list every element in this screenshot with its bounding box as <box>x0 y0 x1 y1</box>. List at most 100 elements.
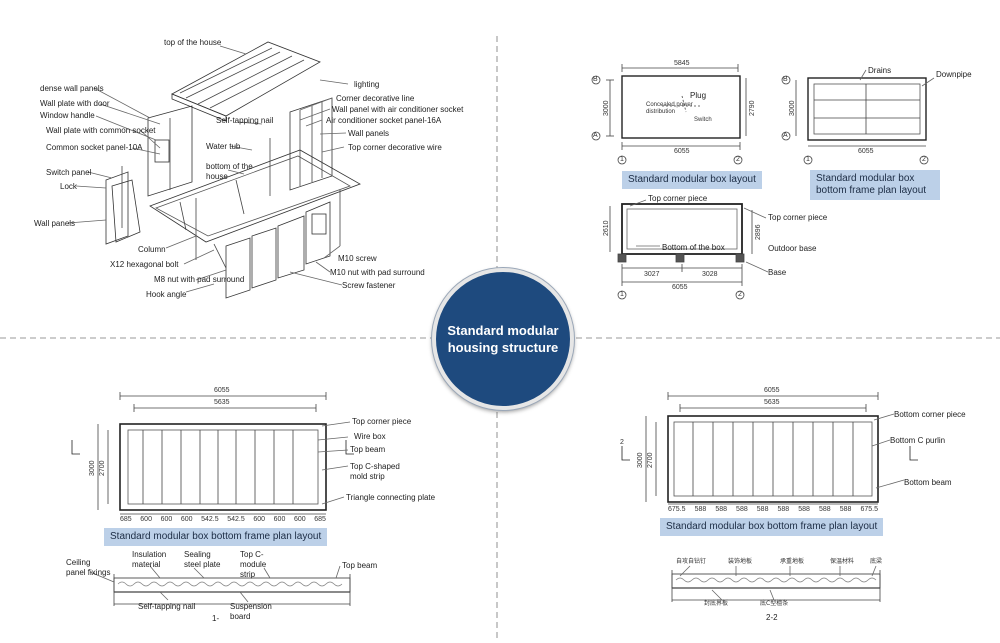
label-suspension-board: Suspension board <box>230 602 272 621</box>
label-section-self-tapping: Self-tapping nail <box>138 602 196 611</box>
top-frame-seg: 685 <box>314 516 326 523</box>
label-dense-wall-panels: dense wall panels <box>40 84 104 93</box>
dim-layout-top: 5845 <box>674 60 690 67</box>
top-frame-seg: 685 <box>120 516 132 523</box>
label-wire-box: Wire box <box>354 432 386 441</box>
label-wall-panel-ac: Wall panel with air conditioner socket <box>332 105 464 114</box>
label-lock: Lock <box>60 182 77 191</box>
bottom-frame-seg: 588 <box>736 506 748 513</box>
label-switch-panel: Switch panel <box>46 168 92 177</box>
bottom-frame-seg: 588 <box>818 506 831 513</box>
label-wall-panels-left: Wall panels <box>34 219 76 228</box>
label-outdoor-base: Outdoor base <box>768 244 817 253</box>
label-top-of-house: top of the house <box>164 38 222 47</box>
label-m10-nut: M10 nut with pad surround <box>330 268 425 277</box>
label-cn-bearing-floor: 承重地板 <box>780 558 805 565</box>
grid-bottom-tr-a: A <box>783 132 788 139</box>
label-bottom-c-purlin: Bottom C purlin <box>890 436 946 445</box>
label-corner-line: Corner decorative line <box>336 94 415 103</box>
label-section-top-beam: Top beam <box>342 561 378 570</box>
label-top-corner-piece: Top corner piece <box>352 417 412 426</box>
bottom-frame-side-marker: 2 <box>620 439 624 446</box>
dim-bottom-tr-bottom: 6055 <box>858 148 874 155</box>
label-top-corner-wire: Top corner decorative wire <box>348 143 442 152</box>
label-cn-c-purlin: 底C型檀条 <box>760 600 789 607</box>
label-bottom-of-house: bottom of the house <box>206 162 253 181</box>
top-frame-plan-drawing <box>71 392 354 606</box>
dim-bottom-frame-left-outer: 3000 <box>637 452 644 468</box>
label-cn-bottom-beam: 底梁 <box>870 558 883 565</box>
label-plug: Plug <box>690 91 707 100</box>
label-hex-bolt: X12 hexagonal bolt <box>110 260 179 269</box>
top-frame-seg: 542.5 <box>201 516 219 523</box>
section-marker-1: 1- <box>212 614 220 623</box>
grid-elev-1: 1 <box>620 291 624 298</box>
grid-layout-b: B <box>593 76 598 83</box>
label-switch: Switch <box>694 117 712 123</box>
bottom-frame-seg: 588 <box>798 506 810 513</box>
bottom-frame-seg: 675.5 <box>668 506 686 513</box>
label-m10-screw: M10 screw <box>338 254 377 263</box>
label-column: Column <box>138 245 166 254</box>
section-marker-2: 2-2 <box>766 613 778 622</box>
label-self-tapping-nail: Self-tapping nail <box>216 116 274 125</box>
label-hook-angle: Hook angle <box>146 290 187 299</box>
top-frame-seg: 600 <box>253 516 266 523</box>
bottom-frame-seg: 588 <box>839 506 852 513</box>
dim-layout-right: 2790 <box>749 100 756 116</box>
dim-elev-seg1: 3027 <box>644 271 660 278</box>
label-screw-fastener: Screw fastener <box>342 281 396 290</box>
elevation-drawing <box>609 199 769 300</box>
dim-bottom-frame-outer: 6055 <box>764 387 780 394</box>
dim-bottom-frame-left-inner: 2700 <box>647 452 654 468</box>
caption-top-frame: Standard modular box bottom frame plan l… <box>104 528 328 546</box>
layout-plan-drawing <box>591 64 747 165</box>
bottom-frame-segment-dims: 675.5 588 588 588 588 588 588 588 588 67… <box>668 506 878 514</box>
label-sealing-plate: Sealing steel plate <box>184 550 221 569</box>
center-title-badge: Standard modular housing structure <box>432 268 574 410</box>
top-frame-seg: 600 <box>140 516 152 523</box>
label-ceiling-fixings: Ceiling panel fixings <box>66 558 111 577</box>
grid-bottom-tr-1: 1 <box>806 156 810 163</box>
bottom-frame-seg: 588 <box>756 506 769 513</box>
dim-bottom-tr-left: 3000 <box>789 100 796 116</box>
dim-elev-total: 6055 <box>672 284 688 291</box>
dim-top-frame-left-inner: 2700 <box>99 460 106 476</box>
label-cn-self-drilling: 自攻自钻钉 <box>676 558 707 565</box>
top-frame-seg: 600 <box>293 516 306 523</box>
label-insulation: Insulation material <box>132 550 167 569</box>
label-concealed: Concealed power distribution <box>646 102 693 115</box>
label-wall-plate-socket: Wall plate with common socket <box>46 126 156 135</box>
bottom-frame-seg: 588 <box>694 506 707 513</box>
dim-layout-left: 3000 <box>603 100 610 116</box>
label-cn-decor-floor: 装饰地板 <box>728 558 753 565</box>
top-frame-seg: 600 <box>273 516 286 523</box>
caption-layout-plan: Standard modular box layout <box>622 171 762 189</box>
label-lighting: lighting <box>354 80 380 89</box>
label-cn-insulation: 保温材料 <box>830 558 855 565</box>
label-bottom-corner-piece: Bottom corner piece <box>894 410 966 419</box>
dim-top-frame-inner: 5635 <box>214 399 230 406</box>
bottom-plan-drawing <box>781 69 935 165</box>
label-bottom-beam: Bottom beam <box>904 478 952 487</box>
grid-bottom-tr-b: B <box>783 76 788 83</box>
bottom-frame-seg: 588 <box>777 506 790 513</box>
caption-bottom-frame: Standard modular box bottom frame plan l… <box>660 518 884 536</box>
label-top-corner-top: Top corner piece <box>648 194 708 203</box>
grid-layout-2: 2 <box>736 156 740 163</box>
label-drains: Drains <box>868 66 892 75</box>
top-frame-seg: 600 <box>180 516 193 523</box>
label-top-beam: Top beam <box>350 445 386 454</box>
grid-layout-1: 1 <box>620 156 624 163</box>
label-common-socket-panel: Common socket panel-10A <box>46 143 143 152</box>
dim-bottom-frame-inner: 5635 <box>764 399 780 406</box>
exploded-view-drawing <box>67 41 361 299</box>
dim-elev-right: 2896 <box>755 224 762 240</box>
dim-elev-left: 2610 <box>603 220 610 236</box>
top-frame-seg: 600 <box>160 516 173 523</box>
label-ac-socket-panel: Air conditioner socket panel-16A <box>326 116 442 125</box>
label-downpipe: Downpipe <box>936 70 972 79</box>
label-window-handle: Window handle <box>40 111 95 120</box>
label-base: Base <box>768 268 787 277</box>
